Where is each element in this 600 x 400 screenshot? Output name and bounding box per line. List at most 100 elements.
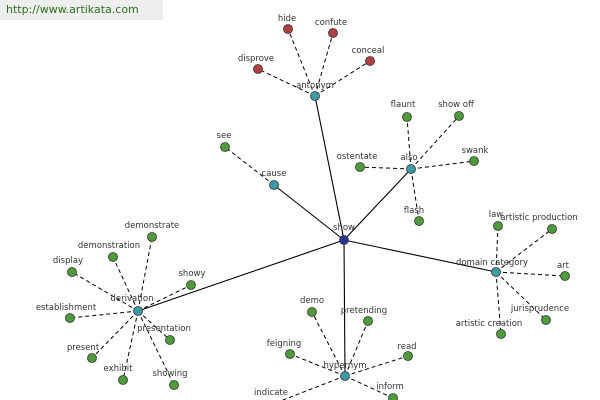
word-label-display[interactable]: display [53,256,83,266]
word-label-read[interactable]: read [397,342,416,352]
word-node-conceal[interactable] [365,56,375,66]
word-node-showing[interactable] [169,380,179,390]
word-node-law[interactable] [493,221,503,231]
word-node-confute[interactable] [328,28,338,38]
edge-domain-category-law [495,225,499,273]
relation-node-also[interactable] [406,164,416,174]
word-label-present[interactable]: present [67,343,100,353]
edge-domain-category-artistic-production [495,228,553,273]
word-label-demonstration[interactable]: demonstration [78,241,140,251]
word-label-confute[interactable]: confute [315,18,347,28]
edge-show-domain-category [343,239,497,273]
word-label-flaunt[interactable]: flaunt [391,100,416,110]
relation-label-domain-category[interactable]: domain category [456,258,528,268]
edge-derivation-exhibit [122,310,139,381]
word-node-demo[interactable] [307,307,317,317]
relation-label-antonym[interactable]: antonym [296,81,334,91]
edge-domain-category-art [495,271,566,277]
word-node-establishment[interactable] [65,313,75,323]
word-label-showy[interactable]: showy [179,269,206,279]
word-node-jurisprudence[interactable] [541,315,551,325]
word-label-artistic-production[interactable]: artistic production [500,213,578,223]
word-label-jurisprudence[interactable]: jurisprudence [510,304,569,314]
edge-derivation-display [71,271,139,312]
word-label-demo[interactable]: demo [300,296,324,306]
word-label-indicate[interactable]: indicate [254,388,288,398]
edge-show-hypernym [343,239,346,377]
word-label-presentation[interactable]: presentation [137,324,191,334]
word-node-flash[interactable] [414,216,424,226]
edge-derivation-demonstration [112,256,139,312]
edge-antonym-conceal [314,60,371,97]
word-label-conceal[interactable]: conceal [352,46,385,56]
relation-node-hypernym[interactable] [340,371,350,381]
word-label-demonstrate[interactable]: demonstrate [125,221,180,231]
word-node-present[interactable] [87,353,97,363]
word-label-pretending[interactable]: pretending [341,306,387,316]
relation-node-domain-category[interactable] [491,267,501,277]
word-node-read[interactable] [403,351,413,361]
word-node-demonstration[interactable] [108,252,118,262]
relation-node-derivation[interactable] [133,306,143,316]
edge-show-cause [273,184,345,241]
word-node-feigning[interactable] [285,349,295,359]
edge-show-antonym [314,95,345,241]
word-node-display[interactable] [67,267,77,277]
word-node-artistic-production[interactable] [547,224,557,234]
word-node-pretending[interactable] [363,316,373,326]
edge-antonym-confute [314,32,334,97]
word-node-demonstrate[interactable] [147,232,157,242]
word-label-inform[interactable]: inform [376,382,404,392]
watermark-url[interactable]: http://www.artikata.com [0,0,163,20]
edge-derivation-establishment [69,310,139,319]
word-label-flash[interactable]: flash [404,206,424,216]
word-label-hide[interactable]: hide [278,14,296,24]
word-label-law[interactable]: law [489,210,504,220]
word-label-ostentate[interactable]: ostentate [337,152,378,162]
relation-node-antonym[interactable] [310,91,320,101]
center-label-show[interactable]: show [333,223,355,233]
edge-also-ostentate [359,166,412,170]
edge-also-swank [410,160,475,170]
word-label-artistic-creation[interactable]: artistic creation [456,319,523,329]
word-node-showy[interactable] [186,280,196,290]
edge-antonym-disprove [257,68,316,97]
relation-node-cause[interactable] [269,180,279,190]
word-node-swank[interactable] [469,156,479,166]
relation-label-cause[interactable]: cause [262,169,287,179]
edge-derivation-presentation [137,310,171,341]
word-label-disprove[interactable]: disprove [238,54,274,64]
word-label-establishment[interactable]: establishment [36,303,97,313]
word-label-showing[interactable]: showing [152,369,187,379]
word-node-exhibit[interactable] [118,375,128,385]
word-node-ostentate[interactable] [355,162,365,172]
edge-show-derivation [137,239,345,312]
word-label-exhibit[interactable]: exhibit [104,364,134,374]
edge-antonym-hide [287,28,316,97]
word-label-see[interactable]: see [217,131,232,141]
relation-label-also[interactable]: also [400,153,417,163]
word-node-see[interactable] [220,142,230,152]
word-label-feigning[interactable]: feigning [267,339,302,349]
word-node-hide[interactable] [283,24,293,34]
word-node-artistic-creation[interactable] [496,329,506,339]
word-label-swank[interactable]: swank [462,146,489,156]
edge-hypernym-pretending [344,320,369,377]
relation-label-derivation[interactable]: derivation [110,294,153,304]
edge-derivation-showy [137,284,192,312]
edge-domain-category-jurisprudence [495,271,547,321]
word-node-art[interactable] [560,271,570,281]
word-node-disprove[interactable] [253,64,263,74]
edge-hypernym-feigning [289,353,346,377]
word-node-inform[interactable] [388,393,398,400]
word-node-presentation[interactable] [165,335,175,345]
word-label-art[interactable]: art [557,261,570,271]
relation-label-hypernym[interactable]: hypernym [323,361,366,371]
edge-hypernym-demo [311,311,346,377]
edge-also-flash [410,168,420,222]
center-node-show[interactable] [339,235,349,245]
word-node-show-off[interactable] [454,111,464,121]
word-label-show-off[interactable]: show off [438,100,475,110]
word-node-flaunt[interactable] [402,112,412,122]
